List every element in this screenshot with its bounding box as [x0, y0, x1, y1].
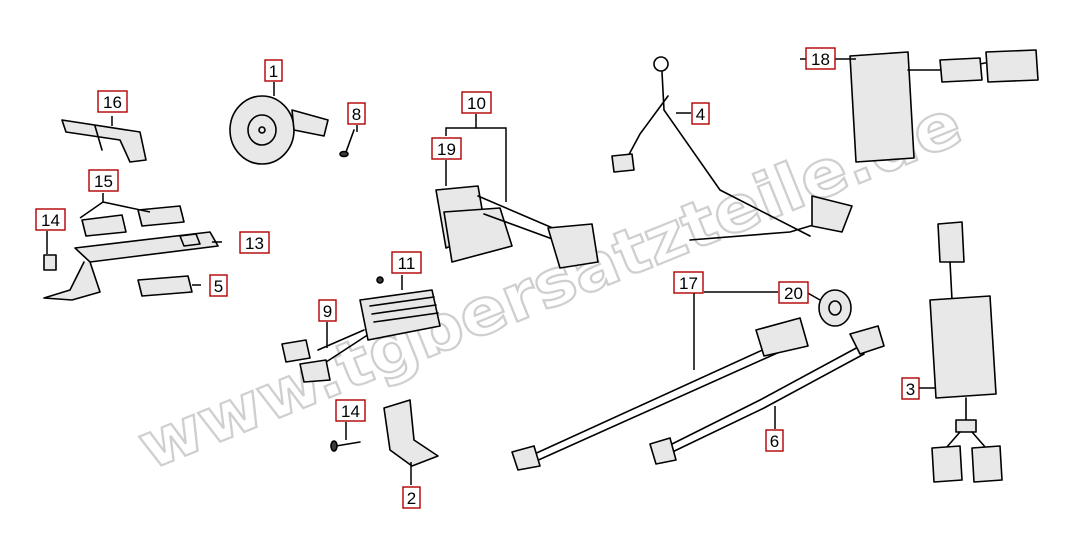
callout-4: 4 — [691, 102, 710, 125]
part-15-pads — [81, 205, 185, 237]
callout-18: 18 — [805, 47, 836, 70]
svg-text:6: 6 — [770, 432, 779, 451]
callout-1: 1 — [264, 59, 283, 82]
svg-text:18: 18 — [811, 50, 830, 69]
callout-14-left: 14 — [35, 208, 66, 231]
callout-20: 20 — [778, 281, 809, 304]
part-5-pad — [137, 275, 193, 297]
svg-text:14: 14 — [41, 211, 60, 230]
svg-text:15: 15 — [94, 172, 113, 191]
callout-17: 17 — [673, 271, 704, 294]
svg-text:13: 13 — [245, 234, 264, 253]
svg-text:17: 17 — [679, 274, 698, 293]
callout-19: 19 — [431, 137, 462, 160]
svg-text:16: 16 — [103, 93, 122, 112]
svg-text:14: 14 — [341, 402, 360, 421]
part-2-clip — [383, 399, 439, 467]
svg-text:8: 8 — [352, 105, 361, 124]
part-4-cable — [611, 56, 853, 241]
svg-text:11: 11 — [398, 254, 416, 273]
part-10-relay — [435, 185, 599, 269]
callout-6: 6 — [765, 429, 784, 452]
part-16-strip — [61, 119, 147, 163]
part-9-regulator — [281, 289, 441, 383]
callout-3: 3 — [901, 377, 920, 400]
callout-16: 16 — [97, 90, 128, 113]
callout-14-bottom: 14 — [335, 399, 366, 422]
part-20-cap — [818, 289, 852, 327]
callout-2: 2 — [402, 486, 421, 509]
callout-15: 15 — [88, 169, 119, 192]
svg-text:4: 4 — [696, 105, 705, 124]
svg-text:5: 5 — [214, 277, 223, 296]
callout-5: 5 — [209, 274, 228, 297]
svg-text:3: 3 — [906, 380, 915, 399]
part-13-plate — [43, 231, 219, 301]
part-14-screw-bottom — [330, 440, 361, 452]
part-6-cable — [649, 325, 885, 465]
part-8-screw — [339, 129, 355, 158]
part-14-screw-left — [43, 254, 57, 271]
part-3-unit — [929, 221, 1003, 483]
part-1-horn — [229, 95, 329, 165]
callout-11: 11 — [391, 251, 422, 274]
svg-text:10: 10 — [467, 94, 486, 113]
svg-text:20: 20 — [784, 284, 803, 303]
svg-text:1: 1 — [269, 62, 278, 81]
callout-13: 13 — [239, 231, 270, 254]
svg-text:9: 9 — [323, 302, 332, 321]
callout-8: 8 — [347, 102, 366, 125]
svg-text:19: 19 — [437, 140, 456, 159]
svg-text:2: 2 — [407, 489, 416, 508]
part-17-cable — [511, 317, 809, 471]
callout-10: 10 — [461, 91, 492, 114]
callout-9: 9 — [318, 299, 337, 322]
part-18-cdi — [849, 49, 1039, 163]
